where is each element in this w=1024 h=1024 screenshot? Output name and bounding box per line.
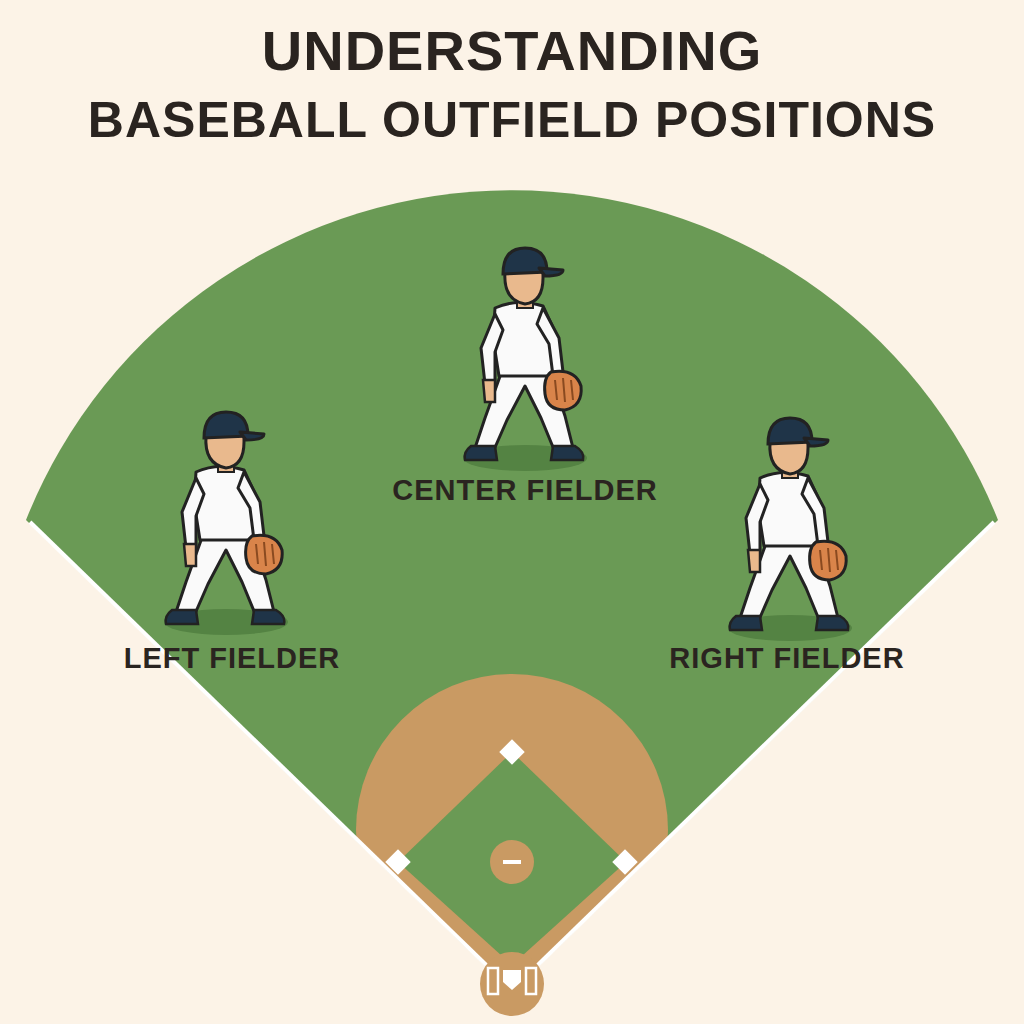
third-base: [385, 849, 410, 874]
subtitle: BASEBALL OUTFIELD POSITIONS: [88, 91, 936, 149]
left-fielder-figure: [164, 412, 288, 635]
home-plate: [503, 970, 521, 990]
foul-line: [30, 522, 512, 990]
infield-grass: [398, 752, 626, 965]
title: UNDERSTANDING: [262, 18, 762, 83]
home-dirt: [480, 952, 544, 1016]
outfield-grass: [26, 190, 998, 992]
infield-dirt: [356, 674, 668, 986]
center-fielder-figure: [463, 248, 587, 471]
position-label: LEFT FIELDER: [124, 642, 341, 675]
position-label: RIGHT FIELDER: [669, 642, 904, 675]
second-base: [499, 739, 524, 764]
right-fielder-figure: [728, 418, 852, 641]
pitchers-mound: [490, 840, 534, 884]
position-label: CENTER FIELDER: [392, 474, 657, 507]
first-base: [612, 849, 637, 874]
